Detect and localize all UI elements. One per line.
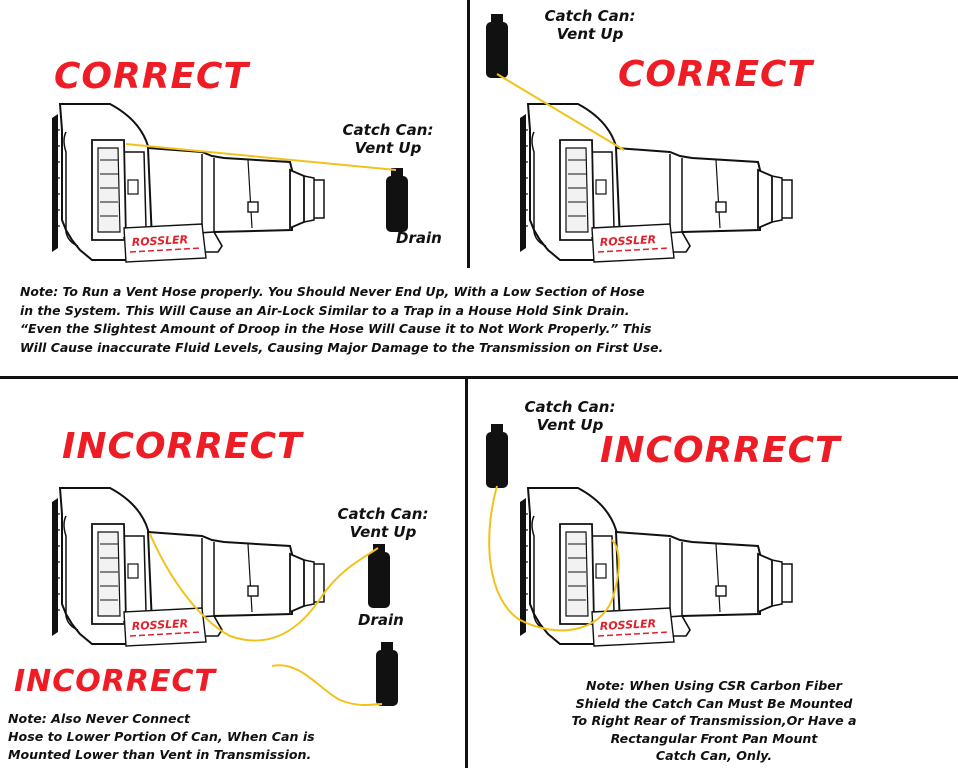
note-bottom-left-line: Note: Also Never Connect bbox=[8, 711, 191, 726]
transmission-top-right bbox=[519, 103, 793, 263]
catch-can-label-top-left: Catch Can: Vent Up bbox=[328, 121, 448, 157]
catch-can-label-line1: Catch Can: bbox=[337, 505, 429, 523]
hose-bottom-right bbox=[488, 485, 620, 632]
heading-correct-right: CORRECT bbox=[618, 54, 814, 95]
note-bottom-left-line: Hose to Lower Portion Of Can, When Can i… bbox=[8, 729, 315, 744]
transmission-top-left bbox=[51, 103, 325, 263]
catch-can-label-line2: Vent Up bbox=[349, 523, 417, 541]
catch-can-label-line2: Vent Up bbox=[556, 25, 624, 43]
hose-bottom-left-droop bbox=[149, 533, 379, 642]
catch-can-top-left bbox=[386, 168, 408, 232]
note-bottom-right-line: Note: When Using CSR Carbon Fiber bbox=[586, 678, 842, 693]
catch-can-top-right bbox=[486, 14, 508, 78]
heading-incorrect-left: INCORRECT bbox=[62, 426, 303, 467]
main-note-line: Note: To Run a Vent Hose properly. You S… bbox=[20, 284, 645, 299]
catch-can-label-line1: Catch Can: bbox=[342, 121, 434, 139]
main-note: Note: To Run a Vent Hose properly. You S… bbox=[20, 283, 940, 357]
main-note-line: “Even the Slightest Amount of Droop in t… bbox=[20, 321, 652, 336]
note-bottom-right-line: Rectangular Front Pan Mount bbox=[610, 730, 818, 746]
hose-top-left bbox=[125, 143, 397, 171]
hose-top-right bbox=[496, 73, 625, 151]
drain-label-bottom-left: Drain bbox=[358, 611, 404, 629]
note-bottom-right: Note: When Using CSR Carbon Fiber Shield… bbox=[484, 677, 944, 765]
transmission-bottom-left bbox=[51, 487, 325, 647]
note-bottom-right-line: Shield the Catch Can Must Be Mounted bbox=[575, 695, 853, 711]
heading-incorrect-right: INCORRECT bbox=[600, 430, 841, 471]
catch-can-bottom-left-lower bbox=[376, 642, 398, 706]
note-bottom-right-line: Catch Can, Only. bbox=[655, 748, 773, 764]
transmission-bottom-right bbox=[519, 487, 793, 647]
note-bottom-left: Note: Also Never Connect Hose to Lower P… bbox=[8, 710, 458, 764]
main-note-line: Will Cause inaccurate Fluid Levels, Caus… bbox=[20, 339, 664, 355]
catch-can-label-top-right: Catch Can: Vent Up bbox=[520, 7, 660, 43]
vertical-divider-bottom bbox=[465, 379, 468, 768]
catch-can-label-line1: Catch Can: bbox=[524, 398, 616, 416]
drain-label-top-left: Drain bbox=[396, 229, 442, 247]
catch-can-label-line2: Vent Up bbox=[536, 416, 604, 434]
heading-incorrect-left-lower: INCORRECT bbox=[14, 664, 216, 699]
horizontal-divider bbox=[0, 376, 958, 379]
main-note-line: in the System. This Will Cause an Air-Lo… bbox=[20, 302, 630, 318]
catch-can-label-line1: Catch Can: bbox=[544, 7, 636, 25]
catch-can-label-bottom-left: Catch Can: Vent Up bbox=[318, 505, 448, 541]
catch-can-label-line2: Vent Up bbox=[354, 139, 422, 157]
hose-bottom-left-lower bbox=[271, 664, 383, 706]
heading-correct-left: CORRECT bbox=[54, 56, 250, 97]
catch-can-label-bottom-right: Catch Can: Vent Up bbox=[500, 398, 640, 434]
catch-can-bottom-left-upper bbox=[368, 544, 390, 608]
note-bottom-left-line: Mounted Lower than Vent in Transmission. bbox=[8, 747, 312, 762]
vertical-divider-top bbox=[467, 0, 470, 268]
note-bottom-right-line: To Right Rear of Transmission,Or Have a bbox=[571, 713, 857, 729]
